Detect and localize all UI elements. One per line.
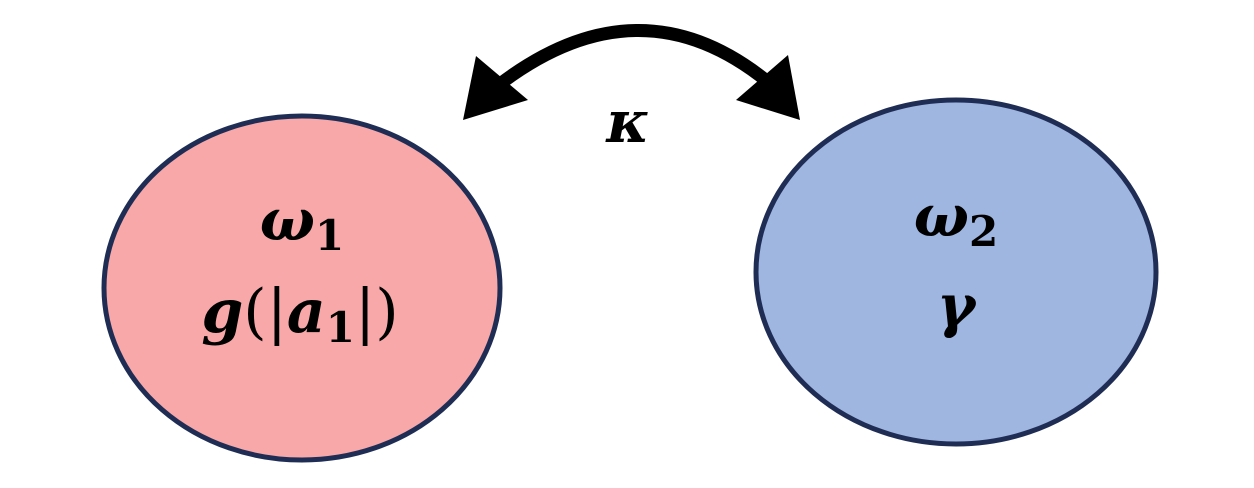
- resonator-1-frequency-symbol: ω: [260, 186, 315, 254]
- resonator-2-circle: [753, 97, 1159, 447]
- resonator-1-gain-function: g: [201, 277, 243, 347]
- resonator-1-frequency: ω1: [260, 186, 344, 260]
- coupling-double-arrow: [463, 24, 800, 120]
- resonator-2-frequency: ω2: [914, 182, 998, 256]
- resonator-1-gain-subscript: 1: [326, 303, 355, 352]
- coupling-arc: [496, 24, 773, 90]
- resonator-1-gain-close: |): [355, 277, 399, 347]
- resonator-1-gain: g(|a1|): [201, 277, 398, 352]
- resonator-2-loss: γ: [937, 272, 978, 340]
- resonator-2-frequency-symbol: ω: [914, 182, 969, 250]
- left-arrowhead-icon: [463, 56, 528, 120]
- resonator-1-gain-open: (|: [243, 277, 287, 347]
- resonator-1-gain-variable: a: [287, 277, 326, 347]
- coupling-label: κ: [605, 88, 649, 156]
- resonator-2-frequency-subscript: 2: [969, 207, 998, 256]
- right-arrowhead-icon: [736, 55, 800, 120]
- resonator-1-frequency-subscript: 1: [315, 211, 344, 260]
- resonator-1-circle: [101, 113, 503, 463]
